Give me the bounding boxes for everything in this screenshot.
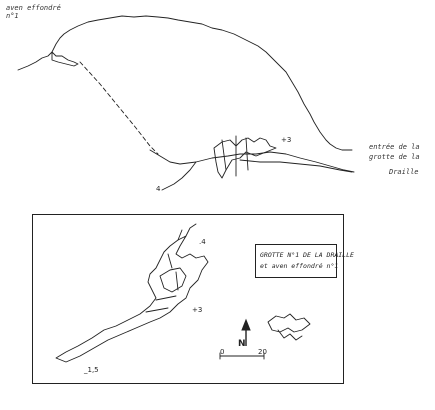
map-title-line-2: et aven effondré n°1 <box>260 262 339 270</box>
plan-cave-outline <box>55 235 209 363</box>
aven-plan-shape <box>267 313 311 333</box>
scale-start-label: 0 <box>220 348 225 356</box>
branch-to-4 <box>161 161 197 191</box>
map-title-line-1: GROTTE N°1 DE LA DRAILLE <box>260 251 354 259</box>
top-point-3: +3 <box>281 136 292 144</box>
lower-passage-2 <box>239 159 353 173</box>
label-aven-line-1: aven effondré <box>6 4 61 12</box>
label-aven-line-2: n°1 <box>6 12 19 20</box>
aven-shape <box>51 51 79 67</box>
surface-line <box>17 15 353 151</box>
plan-map-frame <box>32 214 344 384</box>
chamber-cluster <box>213 137 277 179</box>
label-entree-line-2: grotte de la <box>369 153 420 161</box>
plan-branch-upper <box>177 223 197 241</box>
scale-end-label: 20 <box>258 348 267 356</box>
aven-plan-shape-2 <box>277 329 303 341</box>
plan-inner-lines <box>145 253 179 313</box>
dashed-connection <box>79 61 159 155</box>
north-arrow-icon <box>241 318 251 346</box>
plan-point-4: .4 <box>199 238 206 246</box>
plan-inner-gallery <box>159 267 187 293</box>
north-label: N <box>238 339 246 349</box>
label-aven-effondre: aven effondré n°1 <box>6 4 61 20</box>
top-point-4: 4 <box>156 185 161 193</box>
lower-passage <box>149 149 355 173</box>
label-entree-line-3: Draille <box>389 168 419 176</box>
chamber-lines <box>221 135 249 177</box>
map-title-box: GROTTE N°1 DE LA DRAILLE et aven effondr… <box>255 244 354 278</box>
plan-point-3: +3 <box>192 306 203 314</box>
label-entree-grotte: entrée de la grotte de la Draille <box>369 142 420 177</box>
label-entree-line-1: entrée de la <box>369 143 420 151</box>
plan-point-15: _1,5 <box>84 366 99 374</box>
scale-bar <box>219 352 265 360</box>
